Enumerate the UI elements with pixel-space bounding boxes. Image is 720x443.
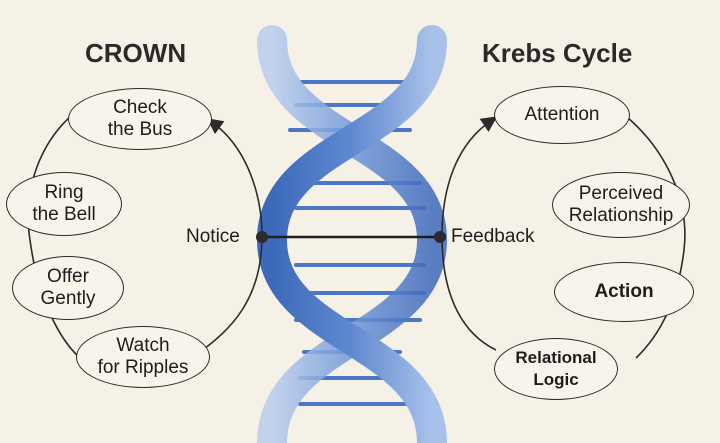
node-line: Attention <box>524 104 600 125</box>
helix-strand-back <box>257 25 448 443</box>
node-attention: Attention <box>494 86 630 144</box>
node-line: Relationship <box>568 205 674 226</box>
node-line: for Ripples <box>97 357 189 378</box>
node-line: Relational <box>515 348 597 367</box>
right-model-title: Krebs Cycle <box>482 38 633 68</box>
node-line: the Bus <box>107 119 173 140</box>
notice-label: Notice <box>186 226 240 247</box>
node-line: Ring <box>44 182 84 203</box>
node-line: Check <box>113 97 167 118</box>
node-line: the Bell <box>32 204 96 225</box>
dna-helix <box>256 25 448 443</box>
node-line: Watch <box>116 335 170 356</box>
feedback-dot <box>434 231 446 243</box>
left-cycle-arc-lower <box>199 235 263 353</box>
node-line: Action <box>594 281 654 302</box>
right-cycle-arc-lower <box>441 235 497 351</box>
left-model-title: CROWN <box>85 38 187 68</box>
node-line: Offer <box>47 266 89 287</box>
node-line: Gently <box>40 288 96 309</box>
left-cycle-outer <box>27 109 81 359</box>
notice-dot <box>256 231 268 243</box>
node-action: Action <box>554 262 694 322</box>
node-line: Perceived <box>578 183 664 204</box>
right-cycle-outer <box>627 117 686 359</box>
left-cycle-arc <box>206 118 263 237</box>
node-line: Logic <box>533 370 579 389</box>
helix-strand-front <box>256 25 447 443</box>
feedback-label: Feedback <box>451 226 535 247</box>
right-cycle-arc <box>441 116 498 237</box>
